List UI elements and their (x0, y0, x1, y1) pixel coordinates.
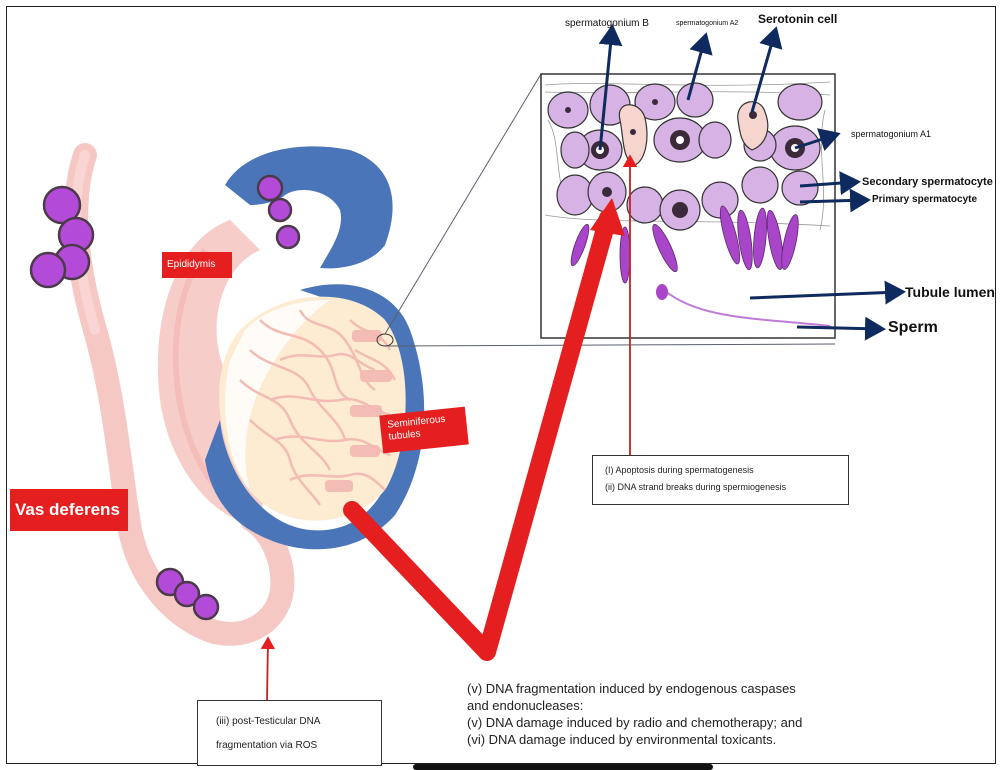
dna-damage-notes: (v) DNA fragmentation induced by endogen… (467, 680, 802, 748)
box-apoptosis-line2: (ii) DNA strand breaks during spermiogen… (605, 479, 848, 496)
notes-line2: and endonucleases: (467, 697, 802, 714)
label-spermatogonium-a1: spermatogonium A1 (851, 129, 931, 139)
notes-line4: (vi) DNA damage induced by environmental… (467, 731, 802, 748)
notes-line3: (v) DNA damage induced by radio and chem… (467, 714, 802, 731)
label-primary-spermatocyte: Primary spermatocyte (872, 194, 977, 205)
tag-vas-deferens: Vas deferens (10, 489, 128, 531)
tag-epididymis: Epididymis (162, 252, 232, 278)
arrow-primary-spermatocyte (800, 200, 865, 202)
label-spermatogonium-b: spermatogonium B (565, 18, 649, 29)
box-post-testicular: (iii) post-Testicular DNA fragmentation … (197, 700, 382, 766)
label-tubule-lumen: Tubule lumen (905, 284, 995, 300)
arrow-sperm (797, 327, 880, 329)
box-apoptosis: (I) Apoptosis during spermatogenesis (ii… (592, 455, 849, 505)
tag-epididymis-text: Epididymis (167, 259, 215, 270)
box-post-testicular-line2: fragmentation via ROS (216, 734, 381, 758)
label-sperm: Sperm (888, 319, 938, 337)
arrow-post-testicular (267, 640, 268, 700)
label-secondary-spermatocyte: Secondary spermatocyte (862, 176, 993, 188)
tag-vas-deferens-text: Vas deferens (15, 500, 120, 519)
box-apoptosis-line1: (I) Apoptosis during spermatogenesis (605, 462, 848, 479)
label-serotonin-cell: Serotonin cell (758, 12, 837, 26)
box-post-testicular-line1: (iii) post-Testicular DNA (216, 710, 381, 734)
notes-line1: (v) DNA fragmentation induced by endogen… (467, 680, 802, 697)
home-indicator (413, 764, 713, 770)
label-spermatogonium-a2: spermatogonium A2 (676, 20, 738, 27)
